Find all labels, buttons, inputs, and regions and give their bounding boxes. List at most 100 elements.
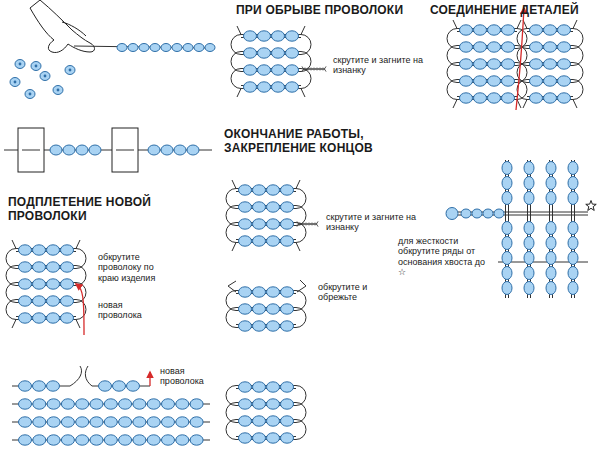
wire bbox=[76, 320, 80, 329]
wire bbox=[297, 222, 318, 227]
bead bbox=[544, 93, 557, 103]
bead bbox=[47, 417, 60, 427]
wire bbox=[573, 20, 577, 29]
wire bbox=[232, 243, 236, 252]
bead bbox=[502, 282, 512, 295]
bead bbox=[546, 237, 556, 250]
wire-loop bbox=[573, 80, 583, 100]
bead bbox=[267, 382, 280, 392]
bead bbox=[272, 48, 285, 58]
bead bbox=[128, 44, 138, 52]
bead-columns bbox=[446, 160, 588, 298]
bead bbox=[281, 185, 294, 195]
bead bbox=[239, 416, 252, 426]
wire bbox=[517, 100, 521, 109]
bead bbox=[460, 42, 473, 52]
bead bbox=[286, 48, 299, 58]
bead bbox=[253, 202, 266, 212]
bead bbox=[524, 282, 534, 295]
section-heading: ПРИ ОБРЫВЕ ПРОВОЛОКИ bbox=[236, 4, 416, 18]
bead bbox=[524, 192, 534, 205]
wire bbox=[12, 320, 16, 329]
wire bbox=[301, 89, 305, 98]
bead bbox=[281, 382, 294, 392]
bead bbox=[474, 76, 487, 86]
wire bbox=[523, 100, 527, 109]
bead bbox=[281, 433, 294, 443]
bead bbox=[472, 209, 482, 218]
bead bbox=[281, 304, 294, 314]
bead bbox=[502, 42, 515, 52]
wire bbox=[302, 68, 326, 71]
bead bbox=[524, 252, 534, 265]
bead bbox=[524, 267, 534, 280]
bead bbox=[546, 267, 556, 280]
bead bbox=[133, 417, 146, 427]
bead bbox=[33, 399, 46, 409]
wire bbox=[232, 180, 236, 189]
bead bbox=[25, 90, 35, 99]
instruction-note: обкрутите и обрежьте bbox=[318, 282, 388, 303]
bead bbox=[19, 296, 32, 306]
bead bbox=[488, 93, 501, 103]
bead bbox=[530, 59, 543, 69]
bead bbox=[176, 435, 189, 445]
bead bbox=[33, 313, 46, 323]
bead bbox=[502, 252, 512, 265]
section-heading: ОКОНЧАНИЕ РАБОТЫ, ЗАКРЕПЛЕНИЕ КОНЦОВ bbox=[224, 128, 399, 156]
bead bbox=[50, 145, 62, 155]
bead bbox=[19, 381, 32, 391]
bead bbox=[460, 59, 473, 69]
bead bbox=[258, 82, 271, 92]
bead bbox=[61, 296, 74, 306]
bead bbox=[15, 60, 25, 69]
bead bbox=[31, 62, 41, 71]
bead bbox=[546, 222, 556, 235]
bead bbox=[267, 219, 280, 229]
bead bbox=[244, 48, 257, 58]
bead bbox=[267, 433, 280, 443]
bead bbox=[460, 93, 473, 103]
wire-loop bbox=[296, 308, 306, 328]
bead bbox=[147, 435, 160, 445]
bead-hole bbox=[57, 89, 60, 92]
bead bbox=[19, 279, 32, 289]
bead bbox=[483, 209, 493, 218]
bead bbox=[267, 304, 280, 314]
bead bbox=[281, 321, 294, 331]
bead bbox=[133, 435, 146, 445]
bead bbox=[90, 435, 103, 445]
bead bbox=[502, 192, 512, 205]
wire-loop bbox=[231, 69, 241, 89]
bead bbox=[190, 417, 203, 427]
bead bbox=[530, 76, 543, 86]
bead bbox=[258, 48, 271, 58]
bead bbox=[258, 65, 271, 75]
spacer bbox=[112, 128, 138, 172]
bead bbox=[19, 435, 32, 445]
bead bbox=[76, 417, 89, 427]
bead bbox=[494, 209, 504, 218]
bead bbox=[239, 304, 252, 314]
bead bbox=[502, 177, 512, 190]
bead bbox=[568, 282, 578, 295]
bead bbox=[544, 59, 557, 69]
bead bbox=[502, 267, 512, 280]
bead bbox=[286, 31, 299, 41]
bead bbox=[47, 245, 60, 255]
wire-loop bbox=[226, 223, 236, 243]
bead bbox=[244, 31, 257, 41]
wire bbox=[297, 280, 306, 292]
bead bbox=[183, 44, 193, 52]
bead bbox=[76, 435, 89, 445]
bead bbox=[568, 267, 578, 280]
bead bbox=[40, 72, 50, 81]
bead bbox=[253, 382, 266, 392]
bead bbox=[239, 287, 252, 297]
bead-panel bbox=[517, 20, 583, 108]
bead bbox=[176, 417, 189, 427]
bead bbox=[544, 25, 557, 35]
bead bbox=[267, 185, 280, 195]
bead bbox=[47, 262, 60, 272]
bead bbox=[460, 25, 473, 35]
